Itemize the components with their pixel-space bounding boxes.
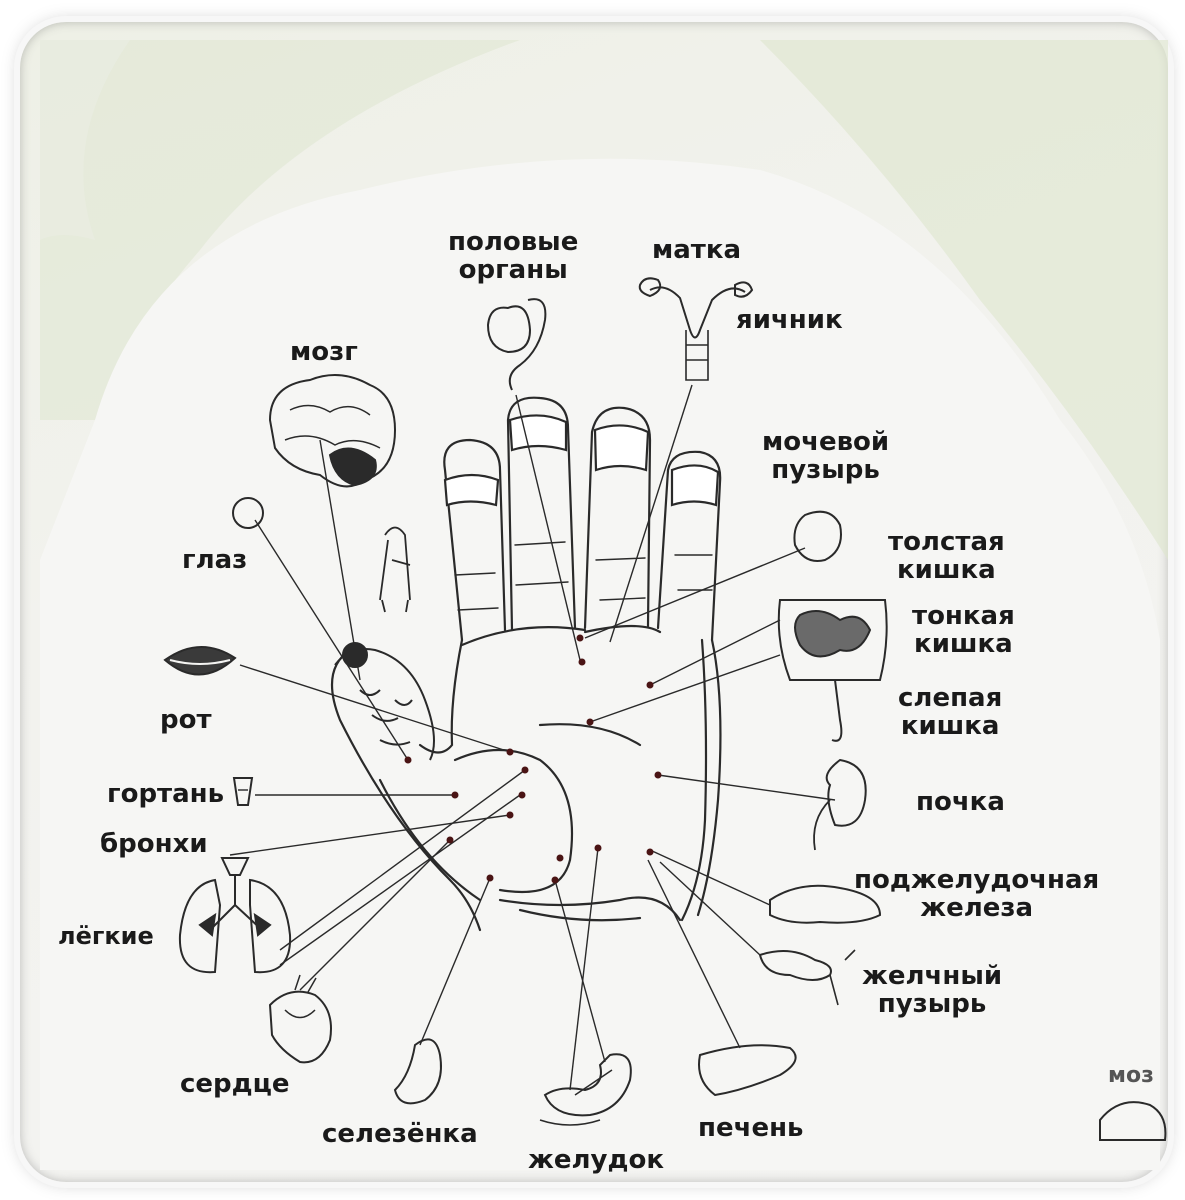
label-lungs: лёгкие: [58, 922, 154, 950]
uterus-icon: [649, 286, 746, 339]
intestine-icon: [777, 599, 888, 681]
label-ovary: яичник: [736, 305, 843, 335]
label-kidney: почка: [916, 787, 1005, 817]
liver-icon: [698, 1044, 797, 1097]
hand-outline: [330, 396, 722, 932]
kidney-icon: [825, 758, 867, 827]
label-uterus: матка: [652, 235, 742, 265]
pancreas-icon: [769, 884, 882, 924]
larynx-icon: [232, 777, 254, 806]
label-liver: печень: [698, 1113, 804, 1143]
reflex-points: [404, 634, 662, 884]
eye-icon: [232, 497, 264, 529]
label-larynx: гортань: [107, 779, 225, 809]
label-brain: мозг: [290, 337, 358, 367]
spleen-icon: [393, 1038, 442, 1105]
genitals-icon: [486, 305, 532, 354]
label-stomach: желудок: [528, 1145, 665, 1175]
label-bronchi: бронхи: [100, 829, 208, 859]
label-heart: сердце: [180, 1069, 290, 1099]
brain-icon: [268, 374, 397, 488]
label-mouth: рот: [160, 705, 212, 735]
lungs-icon: [178, 878, 222, 974]
stomach-icon: [543, 1053, 632, 1117]
label-eye: глаз: [182, 545, 248, 575]
label-corner-fragment: моз: [1108, 1063, 1154, 1088]
background-shapes: [40, 40, 1168, 1170]
label-spleen: селезёнка: [322, 1119, 478, 1149]
leader-lines: [229, 384, 836, 1091]
bladder-icon: [793, 510, 842, 562]
figure-sketch: [379, 526, 411, 613]
organ-sketches: [163, 277, 1167, 1141]
thumb-face-sketch: [334, 642, 435, 761]
mouth-icon: [163, 646, 237, 676]
heart-icon: [268, 990, 332, 1064]
